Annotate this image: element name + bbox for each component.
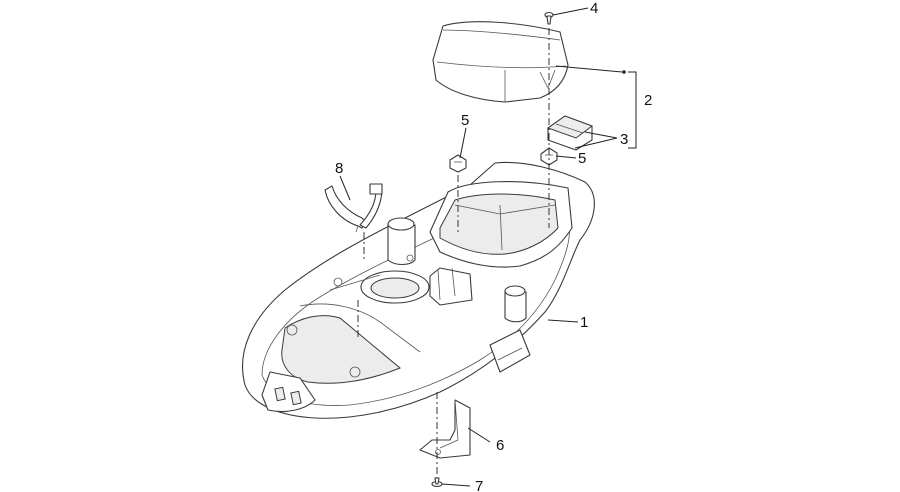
callout-labels: 1 2 3 4 5 5 6 7 8	[335, 0, 652, 492]
helmet-compartment-part	[241, 161, 595, 419]
callout-2: 2	[644, 92, 652, 109]
assembly-lines	[357, 28, 550, 478]
compartment-lid-part	[432, 21, 569, 103]
clip-part-5a	[449, 154, 467, 173]
callout-7: 7	[475, 478, 483, 492]
bracket-plate-part	[419, 399, 471, 459]
strap-band-part	[324, 183, 383, 233]
leader-lines	[339, 7, 637, 487]
callout-5a: 5	[461, 112, 469, 129]
callout-1: 1	[580, 314, 588, 331]
rubber-pad-part	[546, 115, 594, 151]
screw-part-4	[544, 11, 554, 25]
screw-part-7	[431, 477, 443, 488]
callout-4: 4	[590, 0, 598, 17]
callout-5b: 5	[578, 150, 586, 167]
callout-3: 3	[620, 131, 628, 148]
callout-6: 6	[496, 437, 504, 454]
callout-8: 8	[335, 160, 343, 177]
